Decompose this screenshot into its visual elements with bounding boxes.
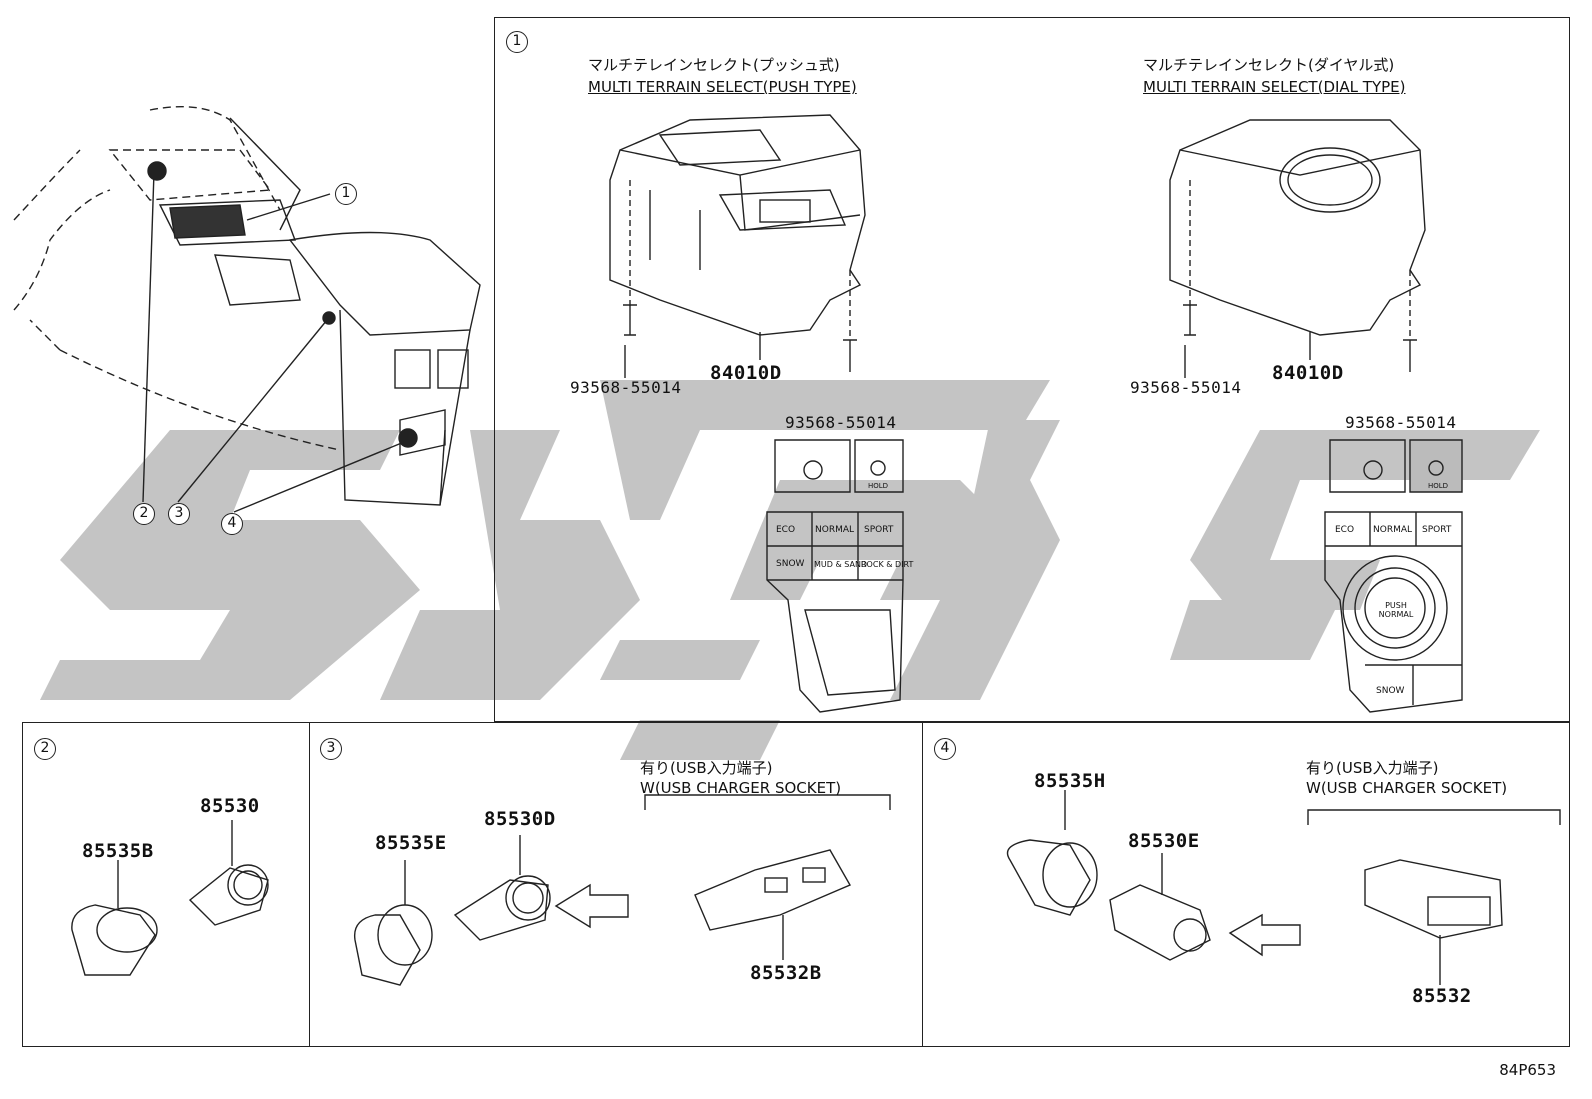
push-panel-button-snow: SNOW	[776, 559, 805, 569]
section-4-badge: 4	[934, 738, 956, 760]
diagram-code: 84P653	[1499, 1061, 1556, 1079]
section-4-part-c: 85532	[1412, 985, 1472, 1007]
section-4-note-en: W(USB CHARGER SOCKET)	[1306, 779, 1508, 797]
section-3-part-c: 85532B	[750, 962, 822, 984]
dial-panel-hold-label: HOLD	[1428, 482, 1449, 490]
overview-callout-2: 2	[133, 503, 155, 525]
section-3-part-a: 85535E	[375, 832, 447, 854]
push-panel-button-mud-sand: MUD & SAND	[814, 560, 868, 569]
push-panel-hold-label: HOLD	[868, 482, 889, 490]
dial-switch-panel-drawing	[1324, 439, 1463, 713]
section-3-part-b: 85530D	[484, 808, 556, 830]
push-switch-module-drawing	[609, 114, 866, 372]
section-2-part-b: 85530	[200, 795, 260, 817]
dial-panel-button-sport: SPORT	[1422, 525, 1452, 535]
console-overview-drawing	[13, 106, 481, 513]
push-panel-button-sport: SPORT	[864, 525, 894, 535]
section-4-frame	[922, 722, 1570, 1047]
section-1-badge: 1	[506, 31, 528, 53]
push-panel-button-eco: ECO	[776, 525, 796, 535]
section-3-note-en: W(USB CHARGER SOCKET)	[640, 779, 842, 797]
push-switch-panel-drawing	[766, 439, 904, 713]
dial-panel-button-snow: SNOW	[1376, 686, 1405, 696]
push-screw-left-part: 93568-55014	[570, 378, 682, 397]
overview-callout-4: 4	[221, 513, 243, 535]
section-2-part-a: 85535B	[82, 840, 154, 862]
push-panel-button-normal: NORMAL	[815, 525, 855, 535]
push-switch-part-number: 84010D	[710, 362, 782, 384]
dial-switch-module-drawing	[1169, 119, 1426, 372]
push-panel-button-rock-dirt: ROCK & DIRT	[861, 560, 914, 569]
section-3-badge: 3	[320, 738, 342, 760]
push-type-title-en: MULTI TERRAIN SELECT(PUSH TYPE)	[588, 78, 857, 96]
section-4-note-jp: 有り(USB入力端子)	[1306, 759, 1439, 777]
dial-type-title-en: MULTI TERRAIN SELECT(DIAL TYPE)	[1143, 78, 1406, 96]
section-3-note-jp: 有り(USB入力端子)	[640, 759, 773, 777]
section-2-badge: 2	[34, 738, 56, 760]
section-3-drawing	[353, 794, 891, 986]
dial-type-title-jp: マルチテレインセレクト(ダイヤル式)	[1143, 56, 1395, 74]
section-4-part-b: 85530E	[1128, 830, 1200, 852]
section-1-frame	[494, 17, 1570, 722]
push-screw-right-part: 93568-55014	[785, 413, 897, 432]
dial-panel-button-normal: NORMAL	[1373, 525, 1413, 535]
dial-switch-part-number: 84010D	[1272, 362, 1344, 384]
section-4-drawing	[1006, 790, 1561, 985]
dial-screw-left-part: 93568-55014	[1130, 378, 1242, 397]
dial-panel-button-eco: ECO	[1335, 525, 1355, 535]
overview-callout-1: 1	[335, 183, 357, 205]
overview-callout-3: 3	[168, 503, 190, 525]
dial-panel-push-normal: PUSH NORMAL	[1378, 601, 1414, 619]
section-2-drawing	[71, 820, 269, 976]
section-4-part-a: 85535H	[1034, 770, 1106, 792]
push-type-title-jp: マルチテレインセレクト(プッシュ式)	[588, 56, 840, 74]
dial-screw-right-part: 93568-55014	[1345, 413, 1457, 432]
